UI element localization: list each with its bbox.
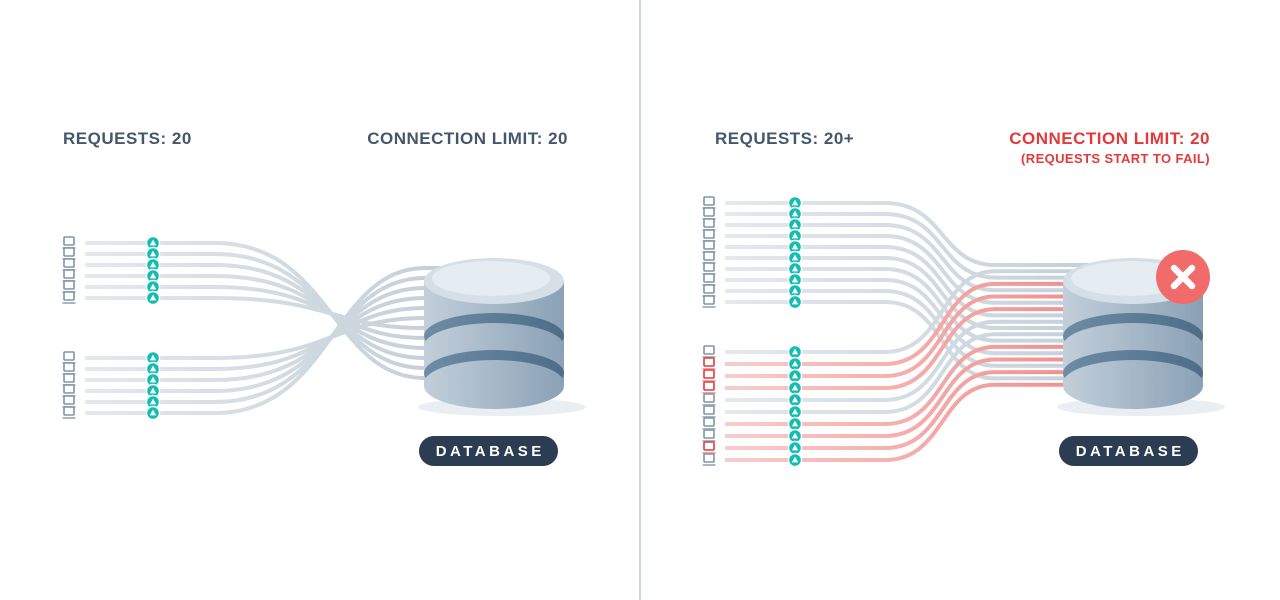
request-marker-icon [787, 452, 803, 468]
client-terminal-icon [62, 291, 76, 304]
request-line-ok [725, 332, 1102, 414]
connection-limit-text: CONNECTION LIMIT: 20 [1009, 129, 1210, 148]
request-marker-icon [787, 428, 803, 444]
request-marker-icon [787, 344, 803, 360]
request-marker-icon [787, 294, 803, 310]
request-line-ok [725, 289, 1102, 368]
requests-flow-diagram [62, 235, 586, 421]
client-terminal-icon [702, 441, 716, 454]
request-line-failing [725, 370, 1102, 450]
request-marker-icon [787, 356, 803, 372]
request-line-ok [725, 319, 1102, 402]
error-badge-icon [1156, 250, 1210, 304]
request-line-ok [725, 269, 1102, 354]
request-marker-icon [145, 405, 161, 421]
client-terminal-icon [702, 393, 716, 406]
request-line-ok [725, 278, 1102, 356]
request-line-ok [725, 256, 1102, 330]
request-line-failing [725, 357, 1102, 438]
requests-fail-sublabel: (REQUESTS START TO FAIL) [1021, 151, 1210, 166]
request-line-failing [725, 307, 1102, 390]
panel-over-limit: REQUESTS: 20+ CONNECTION LIMIT: 20 (REQU… [640, 0, 1280, 600]
requests-count-label: REQUESTS: 20+ [715, 129, 855, 148]
request-line-failing [725, 281, 1102, 366]
request-line-ok [725, 267, 1102, 343]
panel-divider [639, 0, 641, 600]
database-label-pill: DATABASE [419, 436, 558, 466]
request-line-failing [725, 294, 1102, 378]
client-terminal-icon [702, 357, 716, 370]
client-terminal-icon [702, 381, 716, 394]
client-terminal-icon [702, 345, 716, 358]
connection-limit-label: CONNECTION LIMIT: 20 [367, 129, 568, 148]
client-terminal-icon [62, 280, 76, 293]
client-terminal-icon [702, 417, 716, 430]
request-line-failing [725, 344, 1102, 426]
request-line-ok [85, 266, 447, 415]
request-marker-icon [787, 416, 803, 432]
request-line-ok [725, 234, 1102, 305]
request-marker-icon [145, 350, 161, 366]
request-marker-icon [787, 392, 803, 408]
client-terminal-icon [702, 453, 716, 466]
requests-count-label: REQUESTS: 20 [63, 129, 192, 148]
request-marker-icon [787, 440, 803, 456]
client-terminal-icon [702, 295, 716, 308]
request-marker-icon [145, 279, 161, 295]
request-marker-icon [145, 235, 161, 251]
request-marker-icon [787, 368, 803, 384]
client-terminal-icon [702, 429, 716, 442]
database-icon [1057, 258, 1225, 416]
request-line-ok [725, 245, 1102, 318]
request-line-ok [725, 212, 1102, 280]
database-label-pill: DATABASE [1059, 436, 1198, 466]
request-marker-icon [787, 195, 803, 211]
client-terminal-icon [702, 405, 716, 418]
request-line-ok [85, 296, 447, 330]
request-marker-icon [787, 404, 803, 420]
request-line-ok [725, 223, 1102, 293]
connection-limit-label: CONNECTION LIMIT: 20 (REQUESTS START TO … [1009, 129, 1210, 166]
requests-flow-diagram [702, 195, 1225, 468]
request-marker-icon [145, 290, 161, 306]
request-marker-icon [145, 394, 161, 410]
request-line-failing [725, 382, 1102, 462]
request-line-ok [725, 201, 1102, 267]
request-marker-icon [787, 380, 803, 396]
client-terminal-icon [62, 406, 76, 419]
panel-within-limit: REQUESTS: 20 CONNECTION LIMIT: 20 DATABA… [62, 129, 586, 466]
request-line-ok [725, 300, 1102, 381]
database-icon [418, 258, 586, 416]
client-terminal-icon [702, 369, 716, 382]
